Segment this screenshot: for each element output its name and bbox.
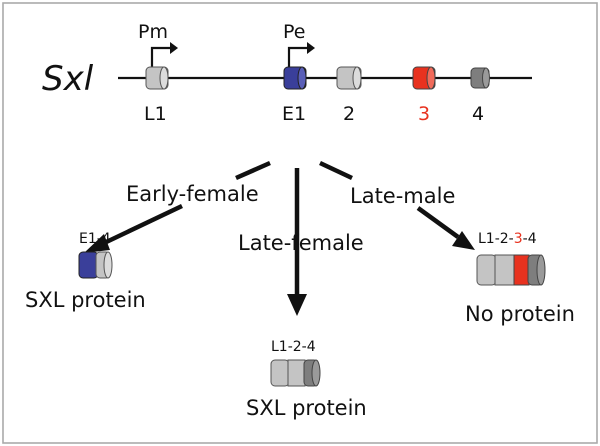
transcript-early-female-id: E1-4 — [79, 231, 111, 247]
pathway-late-female-label: Late-female — [238, 231, 364, 255]
exon-e1-label: E1 — [282, 103, 306, 125]
gene-name: Sxl — [42, 59, 94, 99]
transcript-late-male — [476, 254, 546, 286]
branch-stub-left — [235, 160, 271, 181]
transcript-late-female-id: L1-2-4 — [271, 339, 316, 355]
product-early-female: SXL protein — [25, 288, 146, 312]
product-late-female: SXL protein — [246, 396, 367, 420]
promoter-pm: Pm — [138, 21, 178, 68]
late-female-arrow — [287, 168, 307, 316]
transcript-late-male-id: L1-2-3-4 — [478, 231, 537, 247]
early-female-arrow — [84, 203, 183, 253]
exon-4-label: 4 — [472, 103, 484, 125]
pathway-early-female-label: Early-female — [126, 182, 259, 206]
exon-e1 — [283, 66, 307, 90]
exon-l1 — [145, 66, 169, 90]
transcript-late-male-id-part2: 3 — [514, 231, 523, 247]
pathway-late-male-label: Late-male — [350, 184, 455, 208]
exon-l1-label: L1 — [144, 103, 167, 125]
late-male-arrow — [416, 206, 475, 250]
transcript-early-female — [78, 251, 113, 279]
transcript-late-male-id-part1: L1-2- — [478, 231, 514, 247]
exon-4 — [470, 67, 490, 89]
exon-3 — [412, 66, 436, 90]
product-late-male: No protein — [465, 302, 575, 326]
promoter-pe: Pe — [283, 21, 315, 68]
exon-2-label: 2 — [343, 103, 355, 125]
promoter-pe-label: Pe — [283, 21, 305, 43]
branch-stub-right — [319, 160, 353, 181]
promoter-pm-label: Pm — [138, 21, 168, 43]
exon-3-label: 3 — [418, 103, 430, 125]
transcript-late-male-id-part3: -4 — [523, 231, 537, 247]
exon-2 — [336, 66, 362, 90]
transcript-late-female — [270, 359, 321, 387]
